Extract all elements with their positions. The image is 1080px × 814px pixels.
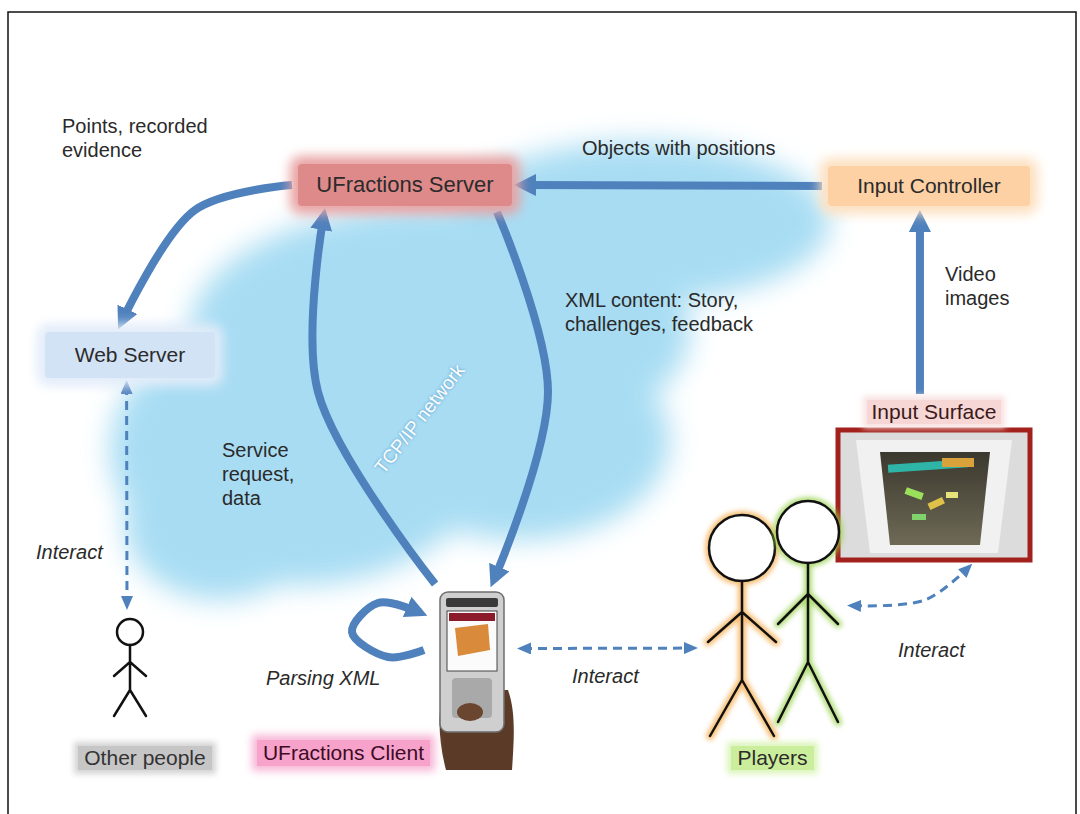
input-surface-photo [838, 430, 1030, 560]
player-figure [777, 501, 839, 722]
figure-body [708, 581, 776, 736]
edge-label: Interact [572, 664, 662, 688]
data-flow-arrow [522, 185, 822, 186]
edge-label: Video images [945, 262, 1025, 310]
figure-body [114, 645, 146, 716]
network-cloud [110, 142, 830, 600]
edge-label: Parsing XML [266, 666, 406, 690]
figure-head [777, 501, 839, 563]
node-label: Web Server [75, 343, 186, 367]
figure-lines [708, 515, 776, 736]
figure-glow [708, 515, 776, 736]
screen-header [449, 613, 495, 621]
interaction-arrow [125, 386, 128, 604]
node-label: Input Surface [867, 400, 1002, 424]
node-label: Input Controller [857, 174, 1001, 198]
edge-label: Interact [36, 540, 122, 564]
box-walls [856, 440, 1012, 553]
phone-body [440, 592, 504, 732]
edge-label: Service request, data [222, 438, 308, 510]
figure-body [778, 563, 838, 722]
edge-label: Interact [898, 638, 988, 662]
figure-head [777, 501, 839, 563]
figure-head [117, 619, 143, 645]
web-server-box: Web Server [45, 332, 215, 378]
block [927, 497, 944, 510]
figure-lines [777, 501, 839, 722]
interaction-arrow [523, 647, 692, 650]
other-person-figure [114, 619, 146, 716]
node-label: Other people [78, 746, 211, 770]
block [946, 492, 958, 498]
node-label: UFractions Client [257, 740, 430, 766]
block [912, 514, 926, 520]
phone-in-hand [440, 592, 514, 770]
data-flow-arrow [352, 602, 424, 657]
node-label: Players [731, 746, 813, 770]
node-label: UFractions Server [316, 172, 493, 198]
phone-speaker [446, 598, 498, 607]
edge-label: Objects with positions [582, 136, 832, 160]
interaction-arrow [853, 568, 968, 606]
controller-box: Input Controller [828, 166, 1030, 206]
figure-head [709, 515, 775, 581]
data-flow-arrow [916, 218, 924, 394]
edge-label: Points, recorded evidence [62, 114, 262, 162]
player-figure [708, 515, 776, 736]
person-figure: Other people [60, 612, 230, 770]
client-phone: UFractions Client [430, 590, 515, 740]
connector-group [122, 185, 968, 657]
players-figure: Players [700, 505, 845, 770]
photo-frame [838, 430, 1030, 560]
screen-picture [455, 624, 490, 656]
server-box: UFractions Server [298, 164, 512, 206]
block [942, 458, 974, 467]
phone-screen [447, 611, 497, 671]
box-floor [880, 452, 990, 545]
block [905, 487, 924, 500]
figure-body [708, 581, 776, 736]
data-flow-arrow [494, 212, 548, 580]
network-label: TCP/IP network [362, 349, 478, 489]
thumb [457, 703, 483, 721]
figure-body [778, 563, 838, 722]
page-frame [8, 12, 1076, 814]
edge-label: XML content: Story, challenges, feedback [565, 288, 845, 336]
figure-head [709, 515, 775, 581]
data-flow-arrow [312, 216, 435, 584]
figure-glow [777, 501, 839, 722]
input-surface: Input Surface [838, 400, 1030, 560]
data-flow-arrow [122, 185, 293, 322]
